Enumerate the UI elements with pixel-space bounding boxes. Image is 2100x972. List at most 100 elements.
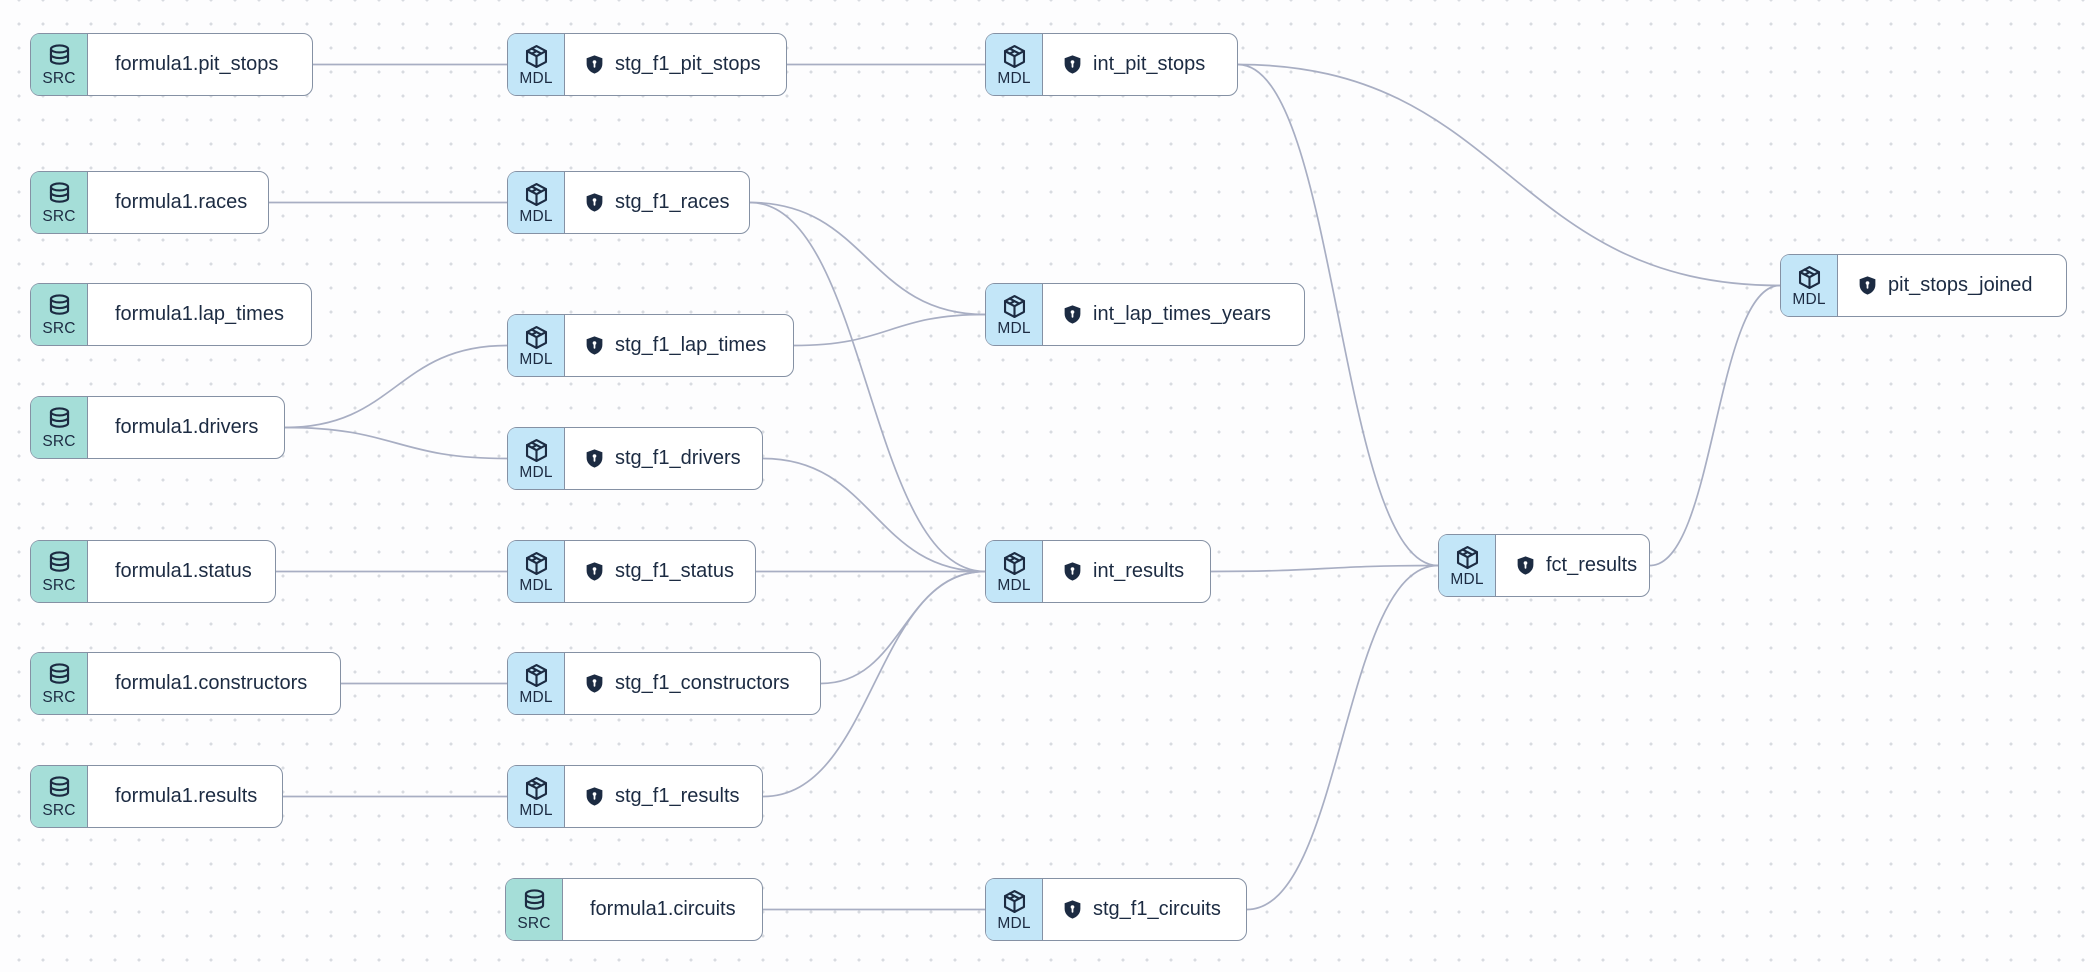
cube-icon <box>525 439 547 463</box>
node-label: formula1.lap_times <box>115 303 284 325</box>
database-icon <box>524 889 544 911</box>
shield-icon <box>586 55 603 74</box>
node-body: int_results <box>1043 541 1210 602</box>
lineage-node-stg_f1_circuits[interactable]: MDL stg_f1_circuits <box>985 878 1247 941</box>
source-badge: SRC <box>31 172 88 233</box>
lineage-node-formula1-races[interactable]: SRC formula1.races <box>30 171 269 234</box>
edge-fct_results-to-pit_stops_joined <box>1649 284 1781 567</box>
model-badge: MDL <box>986 879 1043 940</box>
database-icon <box>49 663 69 685</box>
node-label: formula1.constructors <box>115 672 308 694</box>
shield-icon <box>1859 276 1876 295</box>
node-label: stg_f1_status <box>615 560 734 582</box>
database-icon <box>49 551 69 573</box>
node-body: formula1.status <box>88 541 275 602</box>
node-body: stg_f1_drivers <box>565 428 762 489</box>
database-icon <box>49 182 69 204</box>
node-body: formula1.circuits <box>563 879 762 940</box>
lineage-node-formula1-constructors[interactable]: SRC formula1.constructors <box>30 652 341 715</box>
badge-label: MDL <box>519 70 553 88</box>
model-badge: MDL <box>508 172 565 233</box>
cube-icon <box>525 183 547 207</box>
node-body: int_pit_stops <box>1043 34 1237 95</box>
cube-icon <box>1003 45 1025 69</box>
node-label: int_lap_times_years <box>1093 303 1271 325</box>
lineage-node-formula1-circuits[interactable]: SRC formula1.circuits <box>505 878 763 941</box>
shield-icon <box>1064 900 1081 919</box>
model-badge: MDL <box>1439 535 1496 596</box>
node-label: stg_f1_circuits <box>1093 898 1221 920</box>
badge-label: MDL <box>519 689 553 707</box>
lineage-node-stg_f1_status[interactable]: MDL stg_f1_status <box>507 540 756 603</box>
edge-stg_f1_races-to-int_results <box>749 201 986 573</box>
lineage-node-stg_f1_races[interactable]: MDL stg_f1_races <box>507 171 750 234</box>
node-body: stg_f1_status <box>565 541 755 602</box>
node-body: formula1.pit_stops <box>88 34 312 95</box>
badge-label: MDL <box>997 915 1031 933</box>
node-label: stg_f1_races <box>615 191 730 213</box>
lineage-node-stg_f1_constructors[interactable]: MDL stg_f1_constructors <box>507 652 821 715</box>
edge-int_pit_stops-to-pit_stops_joined <box>1237 63 1781 287</box>
source-badge: SRC <box>31 397 88 458</box>
node-label: formula1.status <box>115 560 252 582</box>
node-label: pit_stops_joined <box>1888 274 2033 296</box>
edge-stg_f1_races-to-int_lap_times_years <box>749 201 986 316</box>
badge-label: MDL <box>997 320 1031 338</box>
model-badge: MDL <box>508 653 565 714</box>
badge-label: SRC <box>42 689 76 707</box>
model-badge: MDL <box>508 34 565 95</box>
badge-label: SRC <box>42 208 76 226</box>
badge-label: SRC <box>42 802 76 820</box>
cube-icon <box>525 664 547 688</box>
database-icon <box>49 776 69 798</box>
lineage-node-formula1-status[interactable]: SRC formula1.status <box>30 540 276 603</box>
source-badge: SRC <box>506 879 563 940</box>
shield-icon <box>1517 556 1534 575</box>
node-label: stg_f1_constructors <box>615 672 790 694</box>
cube-icon <box>525 777 547 801</box>
node-body: stg_f1_races <box>565 172 749 233</box>
model-badge: MDL <box>986 284 1043 345</box>
edge-stg_f1_drivers-to-int_results <box>762 457 986 573</box>
badge-label: SRC <box>517 915 551 933</box>
node-body: int_lap_times_years <box>1043 284 1304 345</box>
node-body: stg_f1_pit_stops <box>565 34 786 95</box>
badge-label: SRC <box>42 577 76 595</box>
cube-icon <box>1456 546 1478 570</box>
model-badge: MDL <box>508 766 565 827</box>
edge-stg_f1_circuits-to-fct_results <box>1246 564 1439 911</box>
edge-int_results-to-fct_results <box>1210 564 1439 573</box>
cube-icon <box>1003 552 1025 576</box>
node-body: stg_f1_lap_times <box>565 315 793 376</box>
node-body: fct_results <box>1496 535 1649 596</box>
edge-stg_f1_lap_times-to-int_lap_times_years <box>793 313 986 347</box>
node-body: formula1.constructors <box>88 653 340 714</box>
lineage-node-int_lap_times_years[interactable]: MDL int_lap_times_years <box>985 283 1305 346</box>
node-label: formula1.races <box>115 191 248 213</box>
node-label: formula1.pit_stops <box>115 53 279 75</box>
lineage-node-formula1-results[interactable]: SRC formula1.results <box>30 765 283 828</box>
cube-icon <box>1798 266 1820 290</box>
lineage-node-formula1-pit_stops[interactable]: SRC formula1.pit_stops <box>30 33 313 96</box>
badge-label: MDL <box>519 351 553 369</box>
badge-label: SRC <box>42 70 76 88</box>
model-badge: MDL <box>986 541 1043 602</box>
edge-src_drivers-to-stg_f1_drivers <box>284 426 508 460</box>
lineage-node-stg_f1_lap_times[interactable]: MDL stg_f1_lap_times <box>507 314 794 377</box>
node-body: formula1.races <box>88 172 268 233</box>
node-body: formula1.results <box>88 766 282 827</box>
source-badge: SRC <box>31 653 88 714</box>
node-body: stg_f1_results <box>565 766 762 827</box>
cube-icon <box>525 45 547 69</box>
badge-label: MDL <box>519 577 553 595</box>
lineage-node-stg_f1_pit_stops[interactable]: MDL stg_f1_pit_stops <box>507 33 787 96</box>
